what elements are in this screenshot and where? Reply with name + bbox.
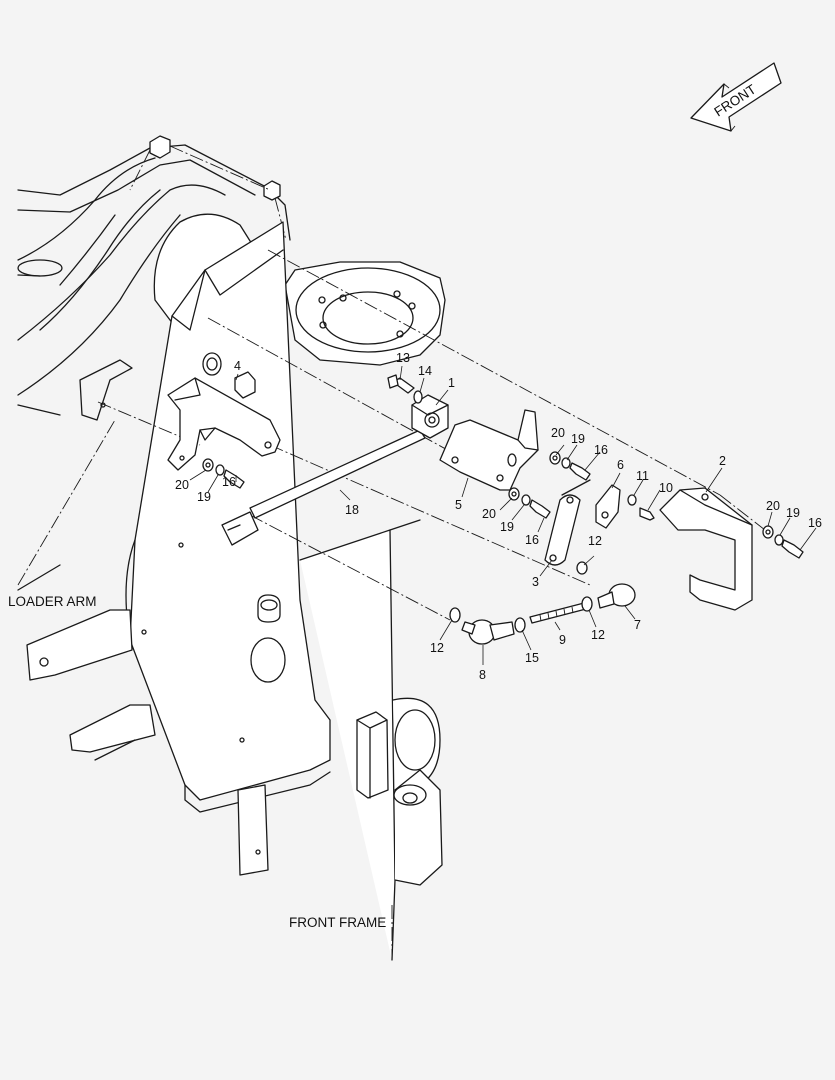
callout-19-c: 19 (571, 432, 585, 446)
part-13-bolt (387, 374, 415, 394)
callout-2: 2 (719, 454, 726, 468)
part-5-plate (439, 409, 539, 491)
callout-13: 13 (396, 351, 410, 365)
callout-20-d: 20 (766, 499, 780, 513)
part-1-sensor (411, 394, 449, 439)
callout-16-b: 16 (525, 533, 539, 547)
callout-7: 7 (634, 618, 641, 632)
part-4-bracket (167, 377, 281, 471)
callout-16-d: 16 (808, 516, 822, 530)
part-9-threaded-rod (529, 602, 587, 624)
callout-5: 5 (455, 498, 462, 512)
callout-12-b: 12 (588, 534, 602, 548)
part-2-cover (659, 487, 753, 611)
callout-20-a: 20 (175, 478, 189, 492)
front-arrow-icon: FRONT (690, 62, 782, 132)
callout-12-a: 12 (430, 641, 444, 655)
leader-lines (189, 365, 817, 665)
hardware-set-left (202, 458, 245, 489)
callout-14: 14 (418, 364, 432, 378)
part-12-nuts (449, 561, 593, 623)
part-7-ball-joint (597, 583, 636, 609)
callout-1: 1 (448, 376, 455, 390)
hardware-set-upper (549, 451, 591, 481)
part-6-bracket (595, 484, 621, 529)
callout-11: 11 (636, 469, 649, 483)
part-11-washer (627, 494, 637, 506)
alignment-lines (17, 249, 766, 960)
callout-9: 9 (559, 633, 566, 647)
callout-12-c: 12 (591, 628, 605, 642)
front-frame-label: FRONT FRAME (289, 915, 386, 930)
part-8-ball-joint (461, 619, 515, 645)
callout-19-d: 19 (786, 506, 800, 520)
callout-18: 18 (345, 503, 359, 517)
callout-4: 4 (234, 359, 241, 373)
callout-3: 3 (532, 575, 539, 589)
part-14-washer (413, 390, 423, 404)
callout-numbers: 13 14 1 2 3 4 5 6 7 8 9 10 11 12 12 12 1… (175, 351, 822, 682)
callout-19-b: 19 (500, 520, 514, 534)
loader-arm-label: LOADER ARM (8, 594, 97, 609)
part-18-rod (221, 429, 426, 546)
front-frame-plate (17, 221, 443, 961)
callout-20-b: 20 (482, 507, 496, 521)
hardware-set-mid (508, 487, 551, 519)
part-3-link (544, 479, 591, 566)
callout-19-a: 19 (197, 490, 211, 504)
callout-15: 15 (525, 651, 539, 665)
callout-20-c: 20 (551, 426, 565, 440)
hardware-set-right (762, 525, 804, 559)
callout-16-a: 16 (222, 475, 236, 489)
part-15-nut (514, 617, 526, 633)
callout-8: 8 (479, 668, 486, 682)
callout-10: 10 (659, 481, 673, 495)
front-frame-top-boss (284, 261, 446, 366)
callout-16-c: 16 (594, 443, 608, 457)
callout-6: 6 (617, 458, 624, 472)
part-10-bolt (639, 507, 655, 521)
